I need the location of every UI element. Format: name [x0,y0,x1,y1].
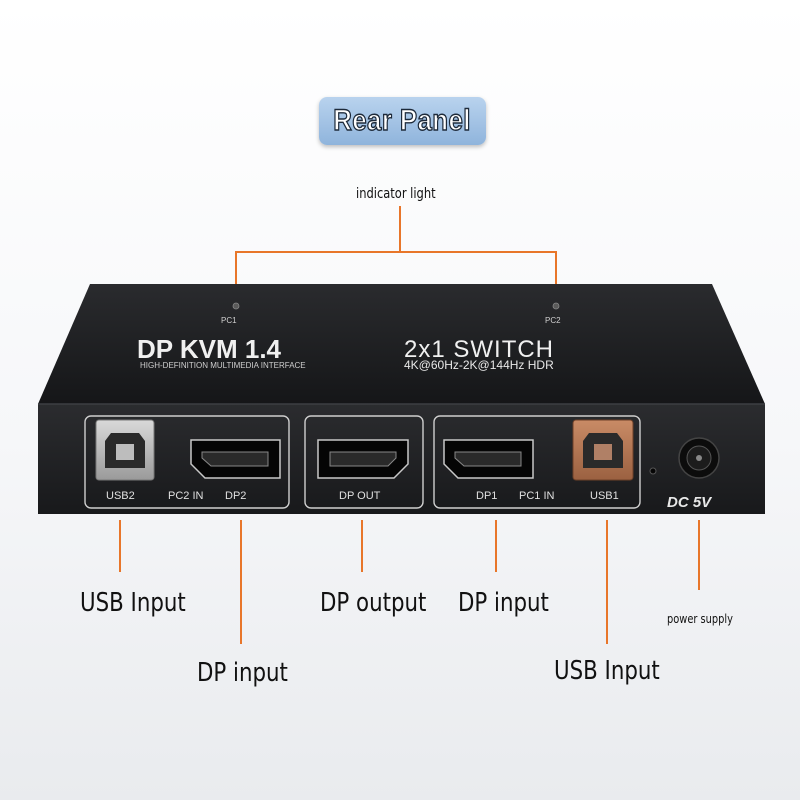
usb1-label: USB1 [590,490,619,502]
dc-5v-label: DC 5V [667,494,713,511]
usb-b-port-left-icon [95,419,155,481]
pc1-in-label: PC1 IN [519,490,555,502]
usb-b-port-right-icon [572,419,634,481]
indicator-line-pc2 [555,251,557,303]
rear-panel-title-badge: Rear Panel [319,97,486,145]
pc2-in-label: PC2 IN [168,490,204,502]
port-group-right-frame [433,415,641,509]
device-top-face [38,284,765,404]
dc-power-jack-icon [678,437,720,479]
dp2-label: DP2 [225,490,246,502]
pc1-indicator-label: PC1 [221,316,237,325]
model-main-text: DP KVM 1.4 [137,334,282,364]
power-supply-label: power supply [667,612,733,626]
indicator-light-label: indicator light [356,186,436,202]
pc1-indicator-led [232,302,240,310]
pc2-indicator-label: PC2 [545,316,561,325]
dp-input-left-label: DP input [197,658,288,688]
dp-left-callout-line [240,520,242,644]
pc2-indicator-led [552,302,560,310]
dp-out-label: DP OUT [339,490,381,502]
dp-port-right-icon [443,439,534,479]
usb-input-left-label: USB Input [80,588,186,618]
usb2-label: USB2 [106,490,135,502]
page-title: Rear Panel [333,103,472,137]
usb-left-callout-line [119,520,121,572]
dp-out-callout-line [361,520,363,572]
usb-right-callout-line [606,520,608,644]
dp-right-callout-line [495,520,497,572]
model-switch-text: 2x1 SWITCH [404,336,554,363]
usb-input-right-label: USB Input [554,656,660,686]
indicator-line-stem [399,206,401,252]
indicator-line-bar [235,251,557,253]
power-callout-line [698,520,700,590]
reset-hole [649,467,657,475]
model-subtitle-text: HIGH-DEFINITION MULTIMEDIA INTERFACE [140,361,306,370]
dp-port-left-icon [190,439,281,479]
port-group-mid-frame [304,415,424,509]
dp-input-right-label: DP input [458,588,549,618]
model-spec-text: 4K@60Hz-2K@144Hz HDR [404,358,554,372]
indicator-line-pc1 [235,251,237,303]
dp1-label: DP1 [476,490,497,502]
dp-output-label: DP output [320,588,427,618]
dp-port-output-icon [317,439,409,479]
port-group-left-frame [84,415,290,509]
